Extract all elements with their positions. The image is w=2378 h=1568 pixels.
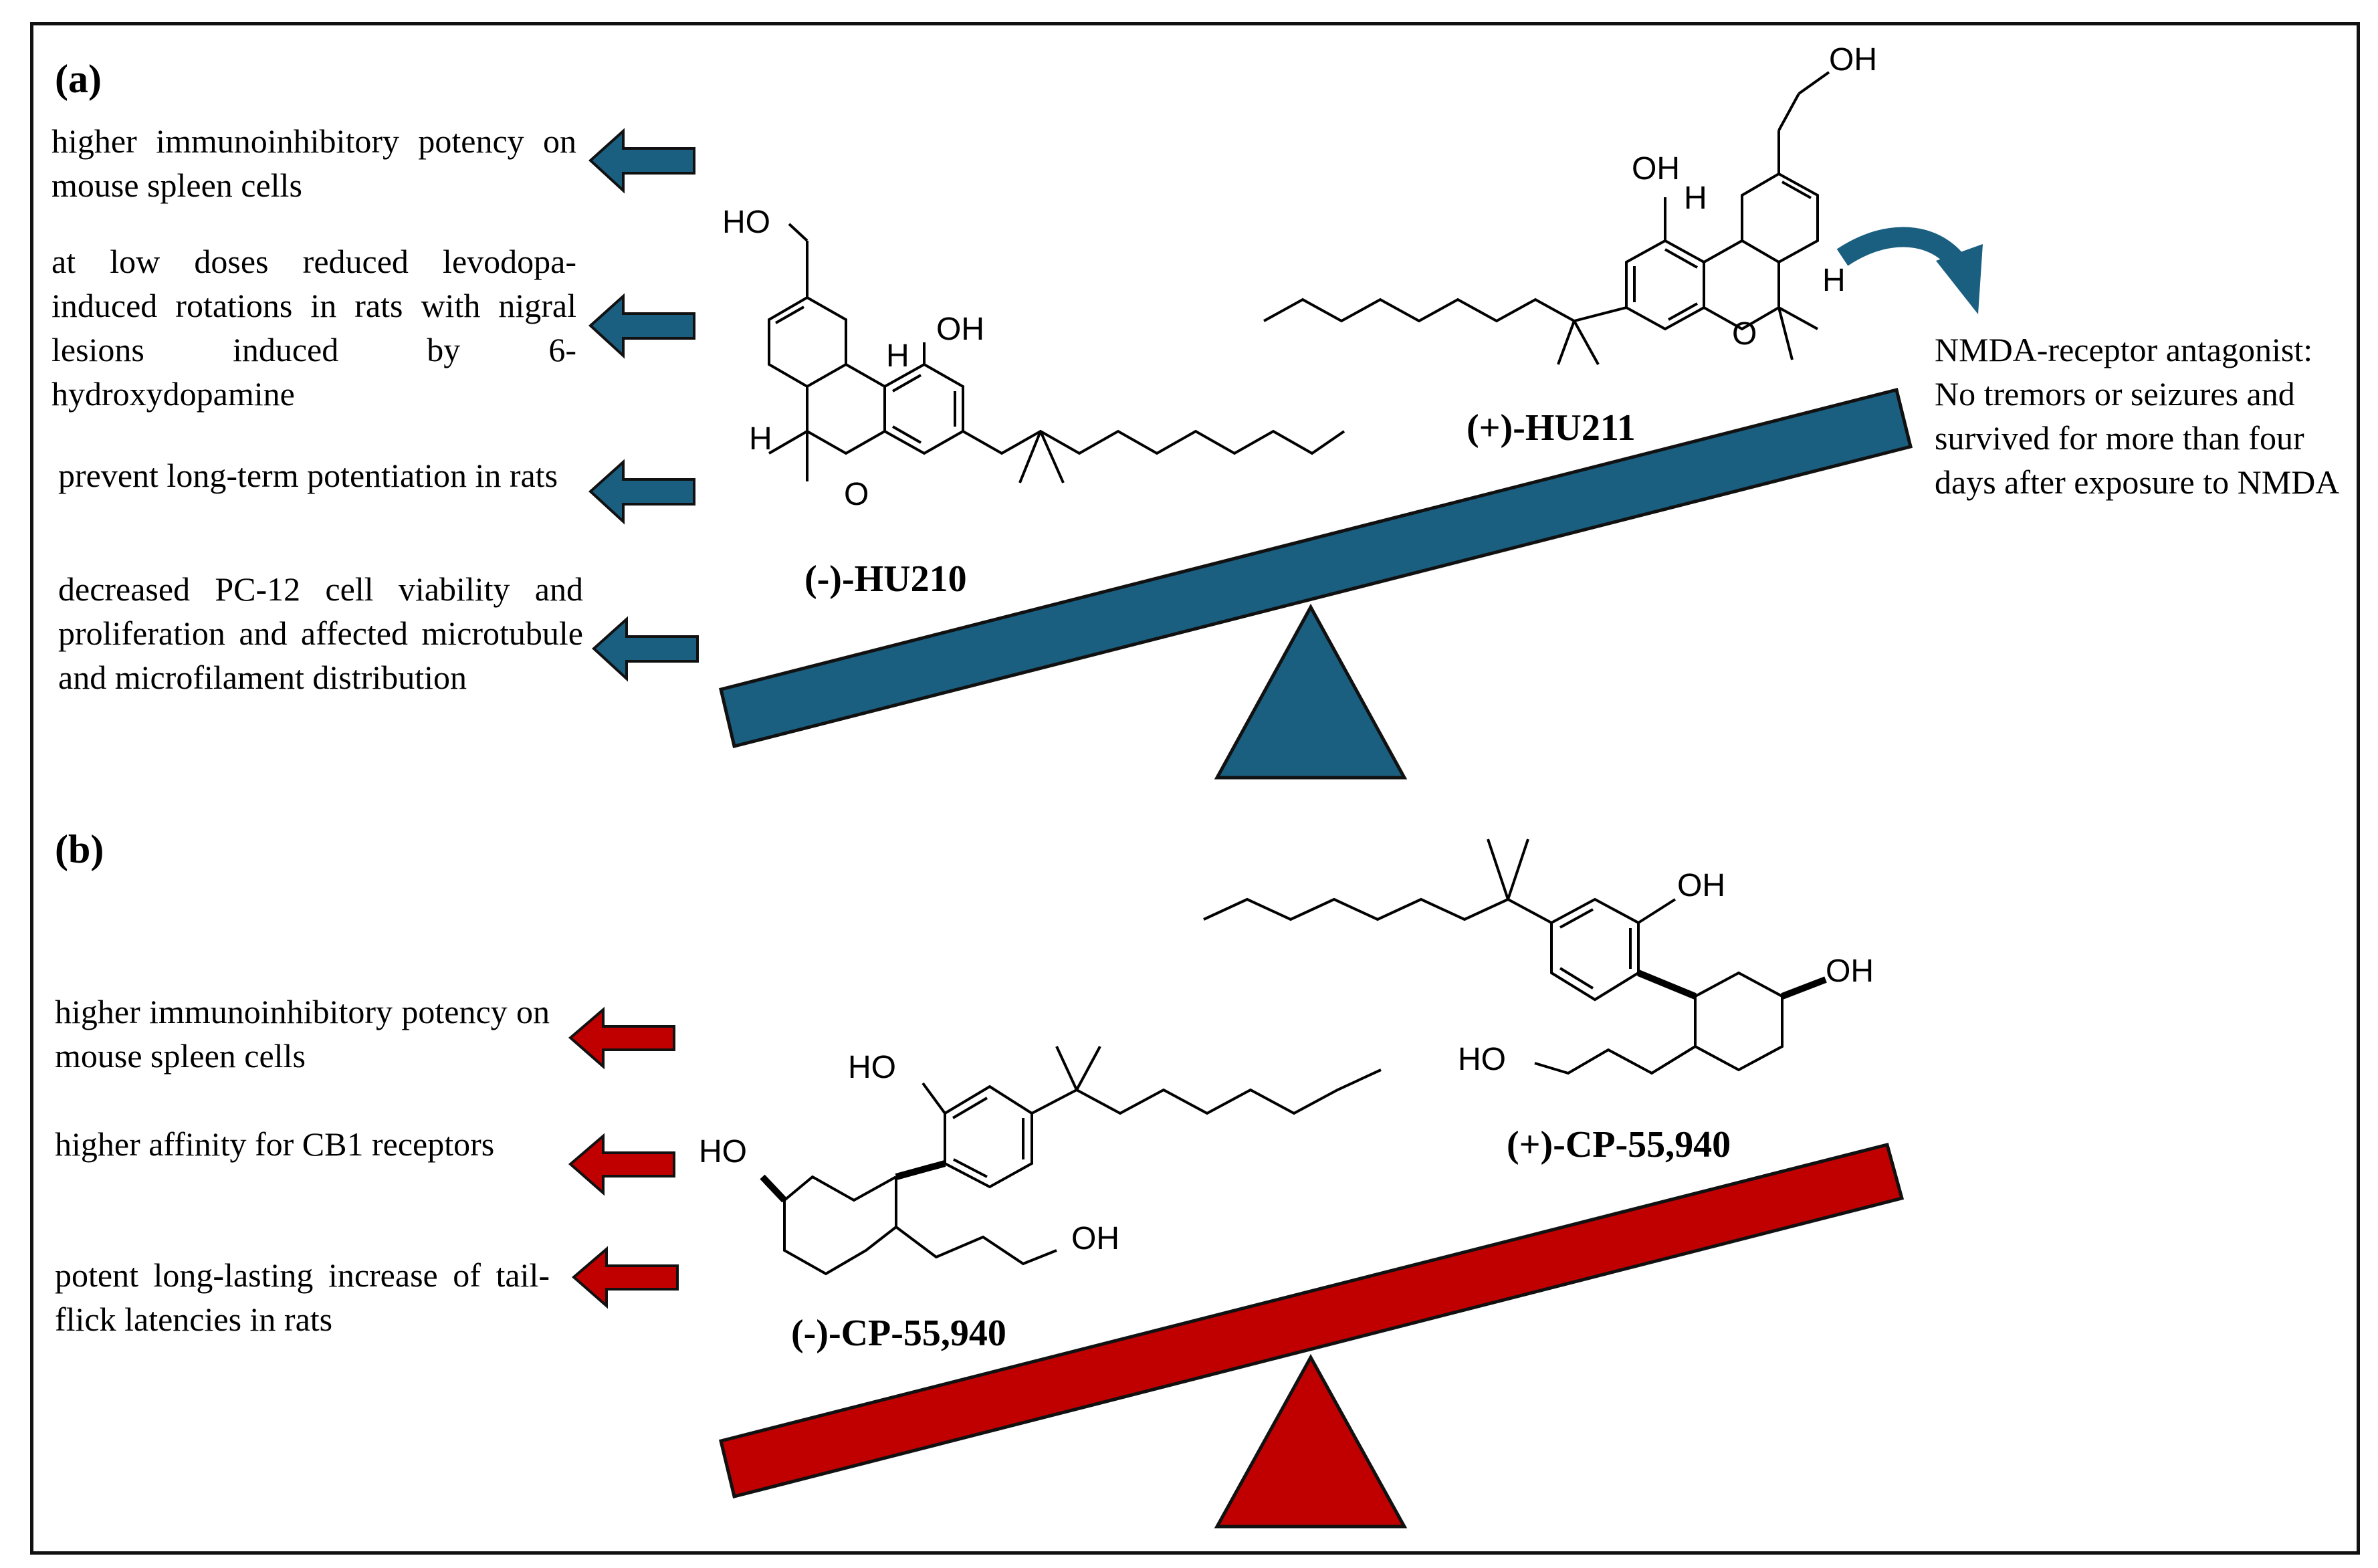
atom-label: H: [886, 338, 909, 374]
effect-a-1: higher immunoinhibitory potency on mouse…: [51, 122, 576, 204]
atom-label: HO: [699, 1134, 747, 1169]
atom-label: H: [749, 421, 772, 457]
atom-label: HO: [848, 1050, 896, 1085]
panel-a-label: (a): [55, 57, 102, 101]
compound-name-hu211: (+)-HU211: [1467, 407, 1636, 449]
seesaw-plank-b: [718, 1142, 1905, 1499]
atom-label: HO: [722, 205, 770, 240]
atom-label: HO: [1458, 1042, 1506, 1077]
effect-b-2: higher affinity for CB1 receptors: [55, 1125, 495, 1163]
effect-a-4: decreased PC-12 cell viability and proli…: [58, 570, 583, 696]
hu210-structure: [768, 223, 1345, 483]
left-arrow-icon: [592, 616, 699, 682]
left-arrow-icon: [588, 128, 695, 194]
atom-label: O: [1732, 316, 1757, 352]
atom-label: OH: [936, 312, 984, 347]
left-arrow-icon: [588, 459, 695, 525]
left-arrow-icon: [568, 1133, 675, 1196]
seesaw-plank-a: [719, 387, 1913, 749]
left-arrow-icon: [571, 1246, 679, 1309]
compound-name-cp-plus: (+)-CP-55,940: [1507, 1124, 1731, 1165]
curved-arrow-icon: [1836, 227, 1983, 314]
nmda-effect-text: NMDA-receptor antagonist: No tremors or …: [1935, 331, 2340, 501]
left-arrow-icon: [588, 293, 695, 359]
cp-minus-structure: [760, 1046, 1382, 1276]
atom-label: OH: [1826, 954, 1874, 989]
figure-frame: [30, 22, 2360, 1555]
atom-label: H: [1822, 263, 1846, 298]
atom-label: OH: [1071, 1221, 1119, 1256]
atom-label: H: [1684, 181, 1707, 216]
seesaw-fulcrum-a: [1214, 603, 1408, 780]
effect-b-3: potent long-lasting increase of tail-fli…: [55, 1256, 550, 1338]
seesaw-fulcrum-b: [1214, 1353, 1408, 1529]
effect-a-3: prevent long-term potentiation in rats: [58, 457, 558, 494]
atom-label: OH: [1829, 42, 1877, 78]
panel-b-label: (b): [55, 827, 104, 871]
atom-label: O: [844, 477, 869, 512]
effect-b-1: higher immunoinhibitory potency on mouse…: [55, 993, 550, 1075]
compound-name-cp-minus: (-)-CP-55,940: [791, 1313, 1006, 1354]
hu211-structure: [1263, 71, 1830, 365]
cp-plus-structure: [1203, 838, 1827, 1075]
effect-a-2: at low doses reduced levodopa-induced ro…: [51, 243, 576, 413]
left-arrow-icon: [568, 1006, 675, 1070]
atom-label: OH: [1632, 151, 1680, 187]
compound-name-hu210: (-)-HU210: [804, 558, 967, 600]
atom-label: OH: [1677, 868, 1725, 903]
